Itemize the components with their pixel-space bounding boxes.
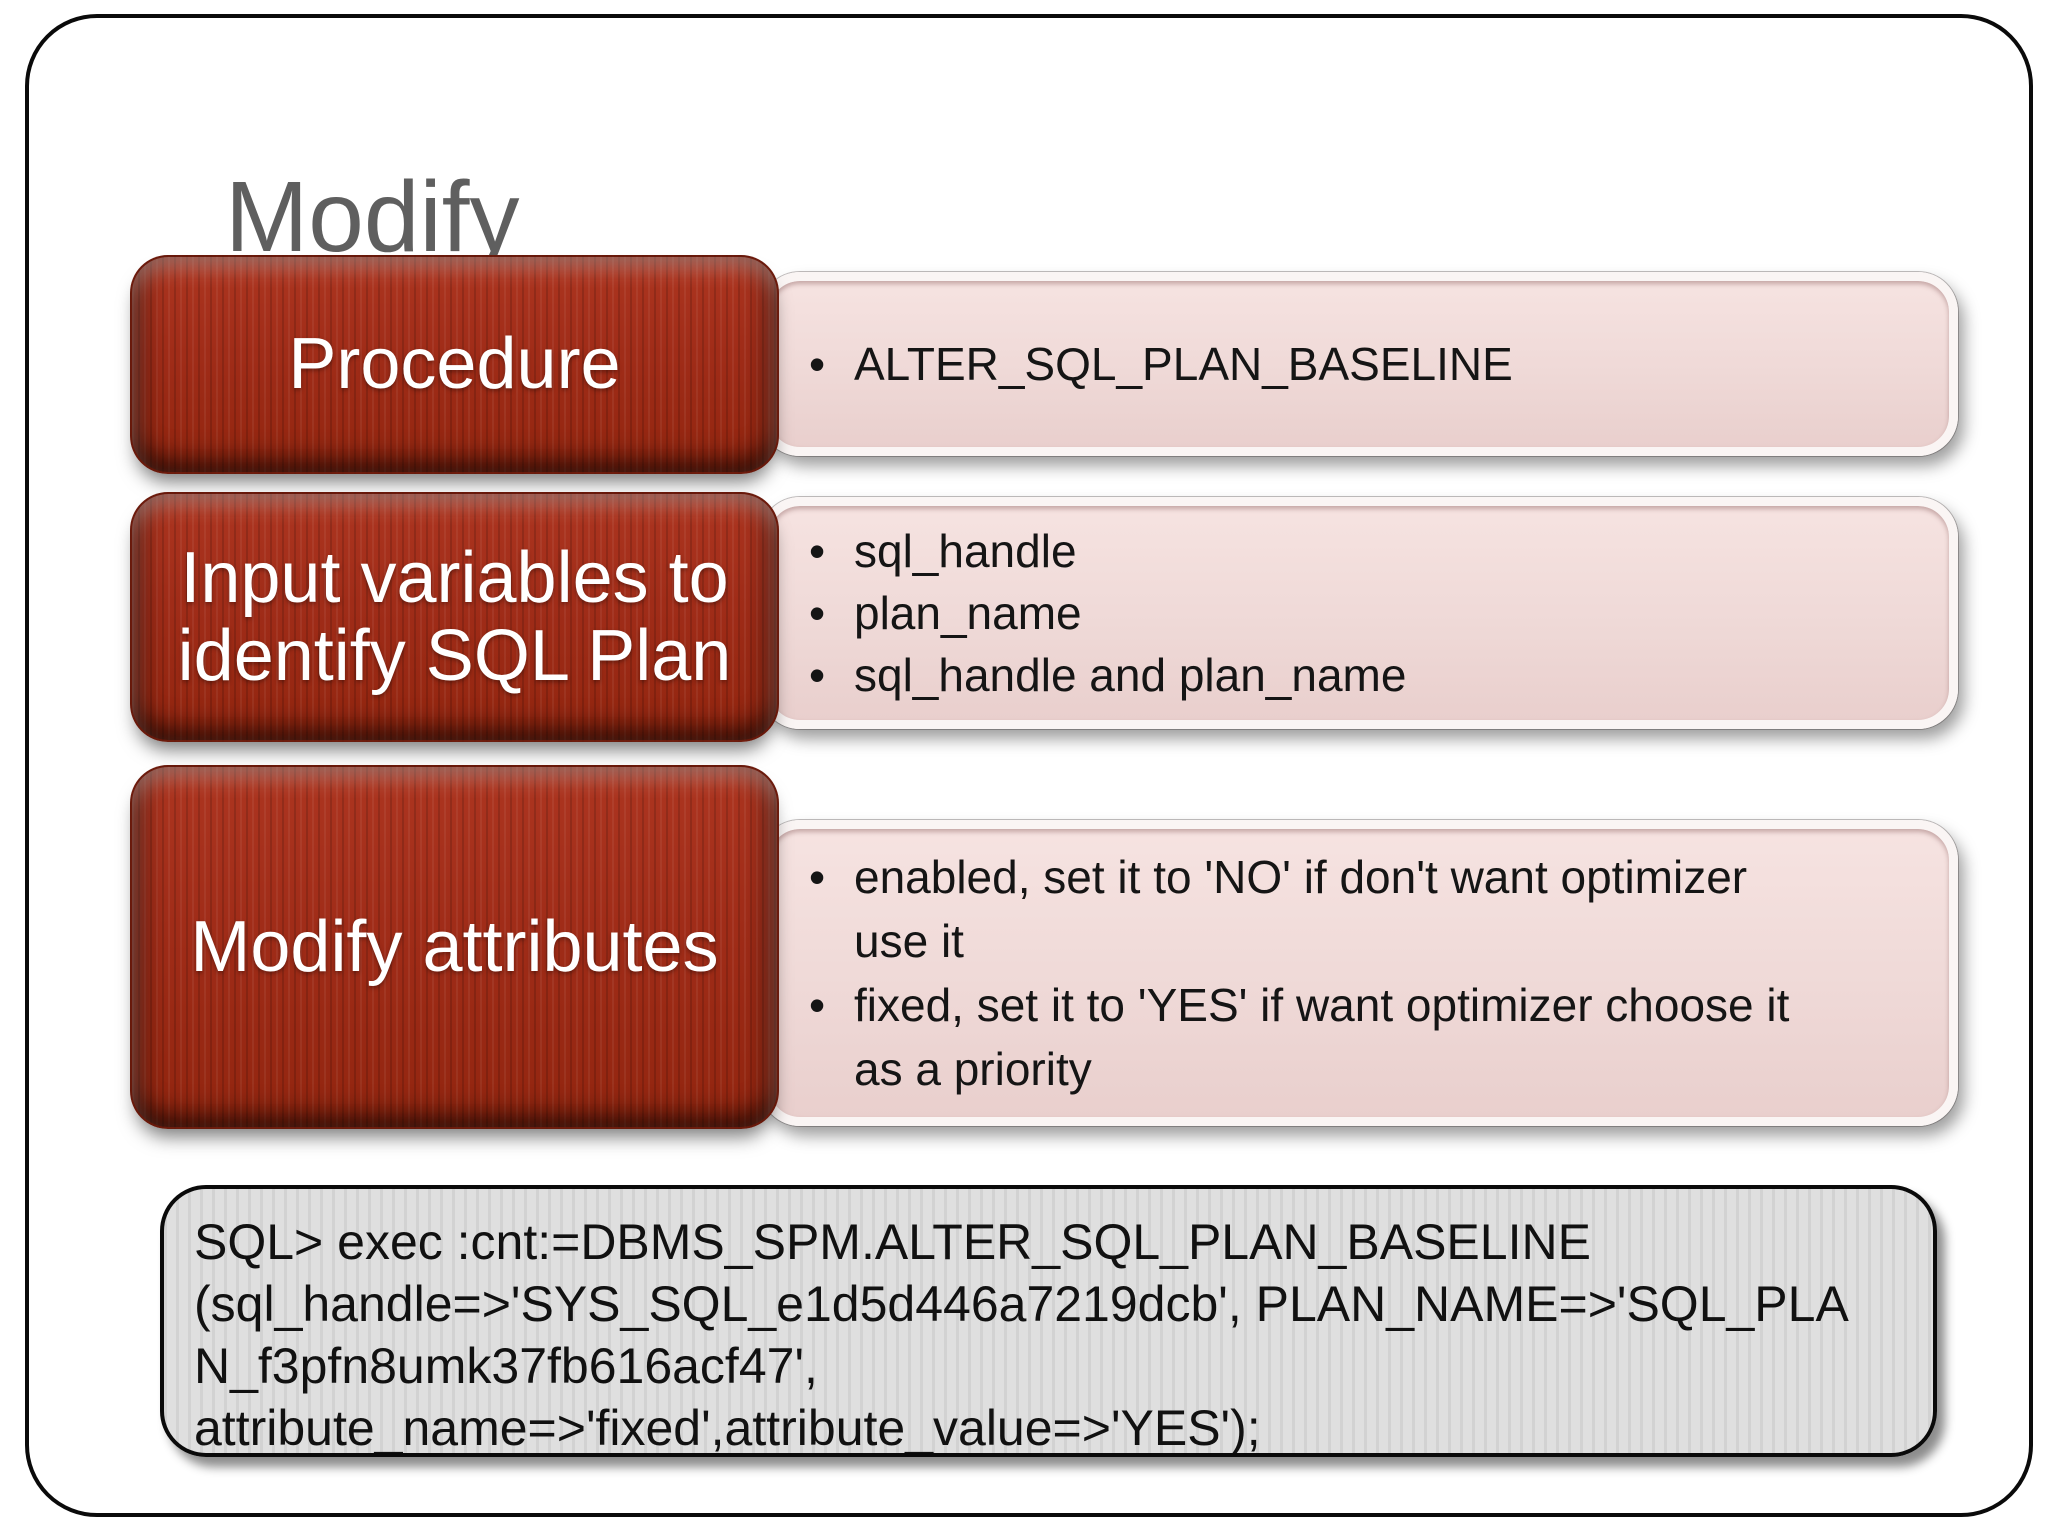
bullet-text: sql_handle bbox=[854, 525, 1077, 577]
row-modify-attributes-label: Modify attributes bbox=[190, 906, 719, 987]
bullet-item: • sql_handle and plan_name bbox=[809, 644, 1929, 706]
slide-title: Modify bbox=[225, 161, 520, 273]
bullet-dot-icon: • bbox=[809, 338, 826, 390]
row-procedure-content-box: • ALTER_SQL_PLAN_BASELINE bbox=[760, 272, 1958, 456]
slide-border bbox=[25, 14, 2033, 1517]
code-line: N_f3pfn8umk37fb616acf47', bbox=[194, 1338, 818, 1394]
bullet-item: • plan_name bbox=[809, 582, 1929, 644]
code-line: attribute_name=>'fixed',attribute_value=… bbox=[194, 1400, 1261, 1456]
row-procedure-label-box: Procedure bbox=[130, 255, 779, 474]
bullet-text: sql_handle and plan_name bbox=[854, 649, 1407, 701]
bullet-item: • sql_handle bbox=[809, 520, 1929, 582]
bullet-item: • ALTER_SQL_PLAN_BASELINE bbox=[809, 333, 1929, 395]
bullet-dot-icon: • bbox=[809, 851, 826, 903]
bullet-item: • enabled, set it to 'NO' if don't want … bbox=[809, 845, 1929, 973]
bullet-dot-icon: • bbox=[809, 979, 826, 1031]
row-procedure-label: Procedure bbox=[288, 324, 621, 405]
row-input-variables-label: Input variables to identify SQL Plan bbox=[177, 537, 732, 696]
code-line: (sql_handle=>'SYS_SQL_e1d5d446a7219dcb',… bbox=[194, 1276, 1849, 1332]
bullet-text: ALTER_SQL_PLAN_BASELINE bbox=[854, 338, 1513, 390]
code-line: SQL> exec :cnt:=DBMS_SPM.ALTER_SQL_PLAN_… bbox=[194, 1214, 1591, 1270]
bullet-item: • fixed, set it to 'YES' if want optimiz… bbox=[809, 973, 1929, 1101]
bullet-text: fixed, set it to 'YES' if want optimizer… bbox=[854, 979, 1790, 1095]
bullet-list: • sql_handle • plan_name • sql_handle an… bbox=[769, 520, 1949, 706]
row-modify-attributes-content-box: • enabled, set it to 'NO' if don't want … bbox=[760, 820, 1958, 1126]
bullet-dot-icon: • bbox=[809, 649, 826, 701]
bullet-list: • enabled, set it to 'NO' if don't want … bbox=[769, 845, 1949, 1101]
sql-code-box: SQL> exec :cnt:=DBMS_SPM.ALTER_SQL_PLAN_… bbox=[160, 1185, 1937, 1457]
bullet-text: plan_name bbox=[854, 587, 1082, 639]
bullet-text: enabled, set it to 'NO' if don't want op… bbox=[854, 851, 1748, 967]
bullet-list: • ALTER_SQL_PLAN_BASELINE bbox=[769, 333, 1949, 395]
row-modify-attributes-label-box: Modify attributes bbox=[130, 765, 779, 1129]
bullet-dot-icon: • bbox=[809, 525, 826, 577]
bullet-dot-icon: • bbox=[809, 587, 826, 639]
row-input-variables-label-box: Input variables to identify SQL Plan bbox=[130, 492, 779, 742]
row-input-variables-content-box: • sql_handle • plan_name • sql_handle an… bbox=[760, 497, 1958, 729]
